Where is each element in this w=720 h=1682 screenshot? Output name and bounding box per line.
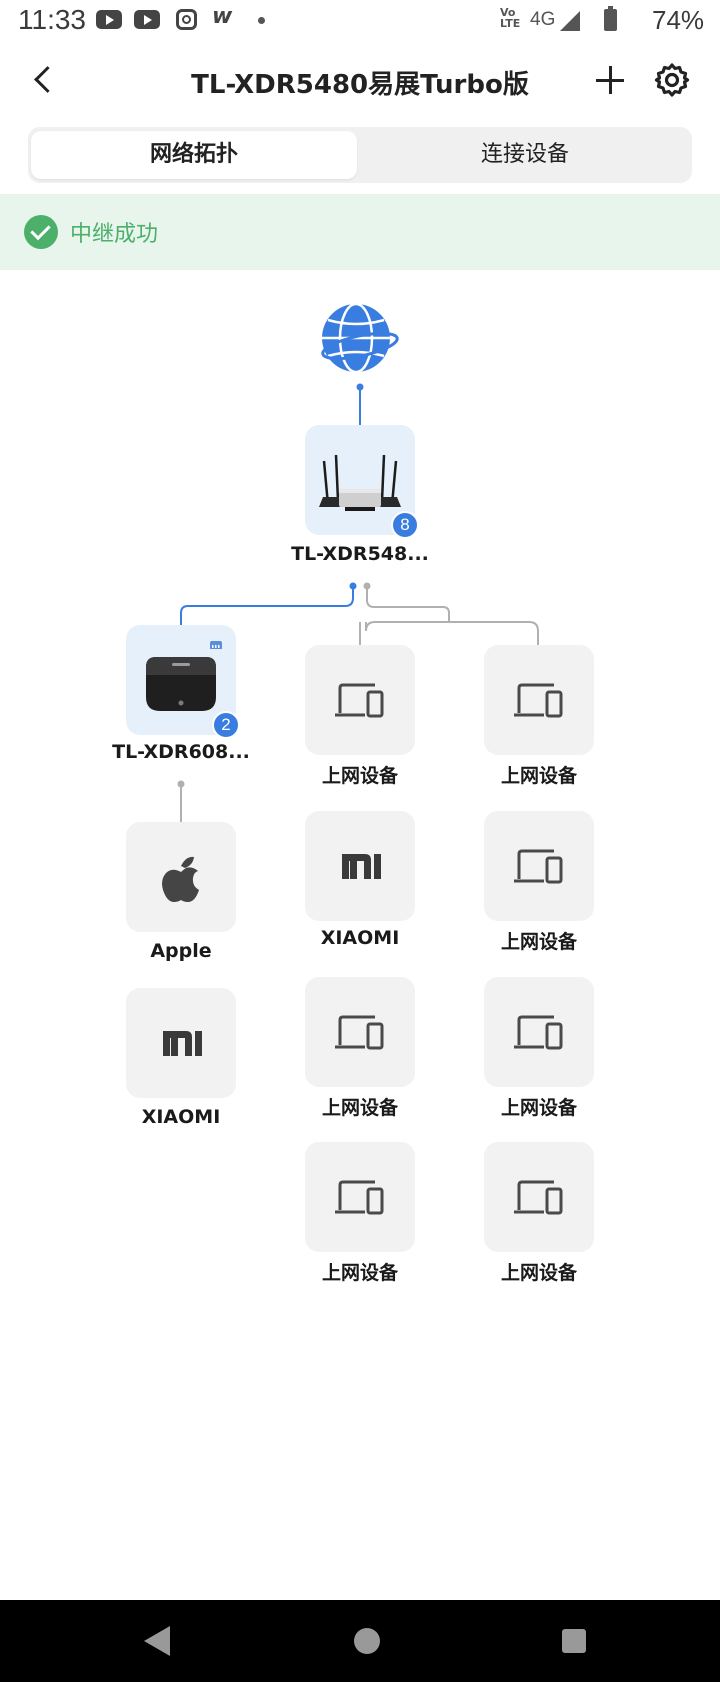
device-tile[interactable]: [484, 1142, 594, 1252]
device-label: 上网设备: [500, 1097, 577, 1119]
device-tile[interactable]: [126, 988, 236, 1098]
device-label: Apple: [150, 940, 212, 962]
nav-home-icon[interactable]: [354, 1628, 380, 1654]
tab-network-topology[interactable]: 网络拓扑: [31, 131, 357, 179]
topology-links: [177, 383, 539, 822]
laptop-phone-icon: [514, 683, 563, 718]
device-tile[interactable]: [484, 811, 594, 921]
connected-count-badge: 8: [391, 511, 419, 539]
device-tile[interactable]: [484, 977, 594, 1087]
device-label: 上网设备: [321, 1097, 398, 1119]
nav-back-icon[interactable]: [144, 1626, 170, 1656]
battery-icon: [604, 6, 617, 31]
relay-success-banner: 中继成功: [0, 194, 720, 270]
check-circle-icon: [24, 215, 58, 249]
plus-icon[interactable]: [594, 64, 626, 96]
signal-icon: [560, 11, 580, 31]
header: TL-XDR5480易展Turbo版: [0, 50, 720, 110]
w-app-icon: w: [212, 4, 233, 29]
gear-icon[interactable]: [654, 62, 690, 98]
youtube-icon: [134, 10, 160, 29]
device-tile[interactable]: [305, 977, 415, 1087]
mesh-router-icon: [146, 657, 216, 711]
banner-text: 中继成功: [70, 222, 159, 247]
laptop-phone-icon: [335, 683, 384, 718]
device-label: XIAOMI: [320, 927, 400, 949]
instagram-icon: [176, 9, 197, 30]
device-label: 上网设备: [321, 765, 398, 787]
device-label: XIAOMI: [141, 1106, 221, 1128]
dot-icon: [258, 17, 265, 24]
status-bar: 11:33 w Vo LTE 4G 74%: [0, 0, 720, 42]
router-icon: [319, 454, 401, 511]
connected-count-badge: 2: [212, 711, 240, 739]
laptop-phone-icon: [514, 1180, 563, 1215]
main-router-node[interactable]: 8: [305, 425, 419, 539]
status-time: 11:33: [18, 4, 86, 35]
sub-router-label: TL-XDR608...: [112, 741, 250, 763]
volte-icon: Vo LTE: [500, 6, 521, 30]
system-nav-bar: [0, 1600, 720, 1682]
main-router-label: TL-XDR548...: [291, 543, 429, 565]
laptop-phone-icon: [335, 1015, 384, 1050]
apple-icon: [162, 856, 199, 902]
laptop-phone-icon: [335, 1180, 384, 1215]
tab-bar: 网络拓扑 连接设备: [28, 127, 692, 183]
globe-icon[interactable]: [318, 302, 400, 374]
youtube-icon: [96, 10, 122, 29]
nav-recents-icon[interactable]: [562, 1629, 586, 1653]
device-label: 上网设备: [500, 1262, 577, 1284]
xiaomi-icon: [163, 1031, 202, 1056]
device-tile[interactable]: [305, 1142, 415, 1252]
laptop-phone-icon: [514, 849, 563, 884]
tab-connected-devices[interactable]: 连接设备: [480, 142, 569, 167]
network-type: 4G: [530, 9, 556, 30]
device-tile[interactable]: [305, 811, 415, 921]
device-tile[interactable]: [126, 822, 236, 932]
device-label: 上网设备: [500, 931, 577, 953]
battery-percent: 74%: [652, 5, 705, 35]
page-title: TL-XDR5480易展Turbo版: [191, 70, 529, 100]
device-label: 上网设备: [500, 765, 577, 787]
xiaomi-icon: [342, 854, 381, 879]
laptop-phone-icon: [514, 1015, 563, 1050]
ethernet-icon: [208, 636, 224, 649]
device-label: 上网设备: [321, 1262, 398, 1284]
device-tile[interactable]: [484, 645, 594, 755]
device-tile[interactable]: [305, 645, 415, 755]
